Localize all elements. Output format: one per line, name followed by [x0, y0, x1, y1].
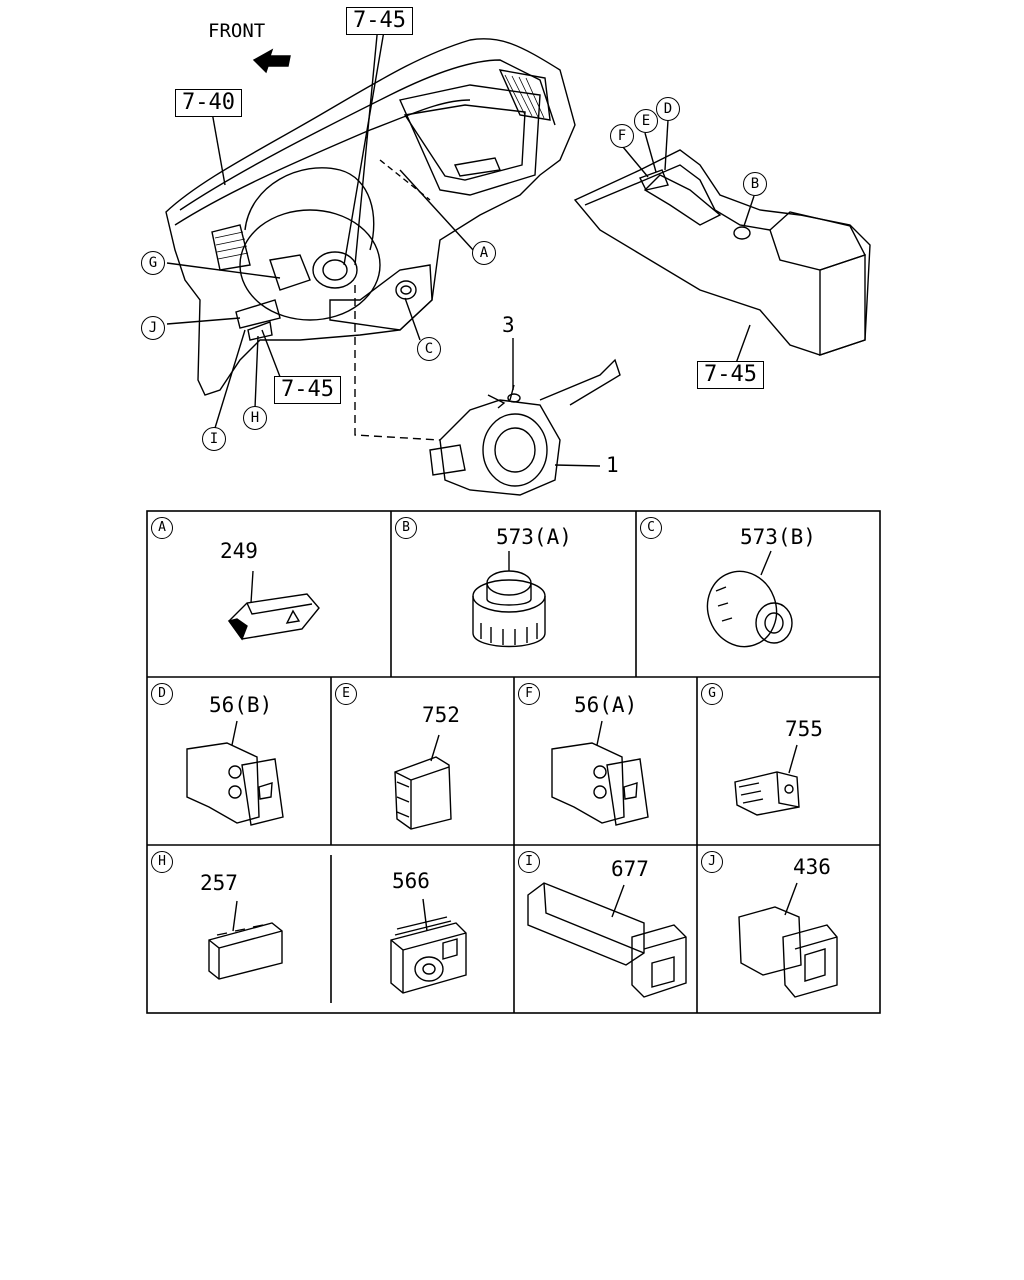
cell-letter: F — [518, 683, 540, 705]
detail-cell-d: D 56(B) — [147, 677, 331, 845]
ref-box-7-45-console: 7-45 — [697, 361, 764, 389]
detail-cell-g: G 755 — [697, 677, 880, 845]
detail-cell-j: J 436 — [697, 845, 880, 1013]
cell-part-number: 257 — [200, 871, 238, 895]
cell-part-number: 56(B) — [209, 693, 273, 717]
cell-part-number: 436 — [793, 855, 831, 879]
part-number-1: 1 — [606, 453, 619, 477]
switch-755-drawing — [734, 744, 800, 816]
cell-part-number: 755 — [785, 717, 823, 741]
cell-letter: D — [151, 683, 173, 705]
callout-e: E — [634, 109, 658, 133]
combination-switch-drawing — [439, 399, 561, 496]
detail-cell-a: A 249 — [147, 511, 391, 677]
cell-letter: G — [701, 683, 723, 705]
callout-a: A — [472, 241, 496, 265]
part-number-3: 3 — [502, 313, 515, 337]
detail-cell-h: H 257 — [147, 845, 331, 1013]
switch-blank-drawing — [394, 734, 452, 830]
cell-letter: C — [640, 517, 662, 539]
cell-part-number: 566 — [392, 869, 430, 893]
switch-677-drawing — [527, 882, 687, 998]
cell-part-number: 56(A) — [574, 693, 638, 717]
callout-d: D — [656, 97, 680, 121]
cell-letter: J — [701, 851, 723, 873]
callout-f: F — [610, 124, 634, 148]
cell-part-number: 573(B) — [740, 525, 816, 549]
callout-i: I — [202, 427, 226, 451]
callout-g: G — [141, 251, 165, 275]
mirror-knob-a-drawing — [472, 551, 546, 648]
detail-cell-f: F 56(A) — [514, 677, 697, 845]
dashboard-outline — [165, 38, 576, 396]
cell-part-number: 677 — [611, 857, 649, 881]
front-label: FRONT — [208, 20, 266, 42]
front-arrow-icon — [252, 48, 291, 74]
ref-box-7-45-top: 7-45 — [346, 7, 413, 35]
cell-letter: H — [151, 851, 173, 873]
cell-part-number: 573(A) — [496, 525, 572, 549]
callout-c: C — [417, 337, 441, 361]
cell-part-number: 249 — [220, 539, 258, 563]
seat-heater-switch-b-drawing — [186, 720, 284, 826]
detail-cell-566: 566 — [331, 845, 514, 1013]
center-console-outline — [573, 149, 871, 356]
cell-letter: B — [395, 517, 417, 539]
detail-cell-i: I 677 — [514, 845, 697, 1013]
ref-box-7-45-lower-left: 7-45 — [274, 376, 341, 404]
mirror-knob-b-drawing — [706, 550, 793, 648]
switch-257-drawing — [208, 900, 283, 980]
ref-box-7-40: 7-40 — [175, 89, 242, 117]
detail-cell-c: C 573(B) — [636, 511, 880, 677]
seat-heater-switch-a-drawing — [551, 720, 649, 826]
cell-letter: E — [335, 683, 357, 705]
cell-part-number: 752 — [422, 703, 460, 727]
detail-cell-b: B 573(A) — [391, 511, 636, 677]
callout-b: B — [743, 172, 767, 196]
cell-letter: I — [518, 851, 540, 873]
switch-566-drawing — [390, 898, 467, 994]
hazard-switch-drawing — [227, 570, 320, 641]
detail-cell-e: E 752 — [331, 677, 514, 845]
callout-h: H — [243, 406, 267, 430]
switch-436-drawing — [738, 882, 838, 998]
dashboard-overview-drawing — [165, 24, 871, 496]
cell-letter: A — [151, 517, 173, 539]
callout-j: J — [141, 316, 165, 340]
